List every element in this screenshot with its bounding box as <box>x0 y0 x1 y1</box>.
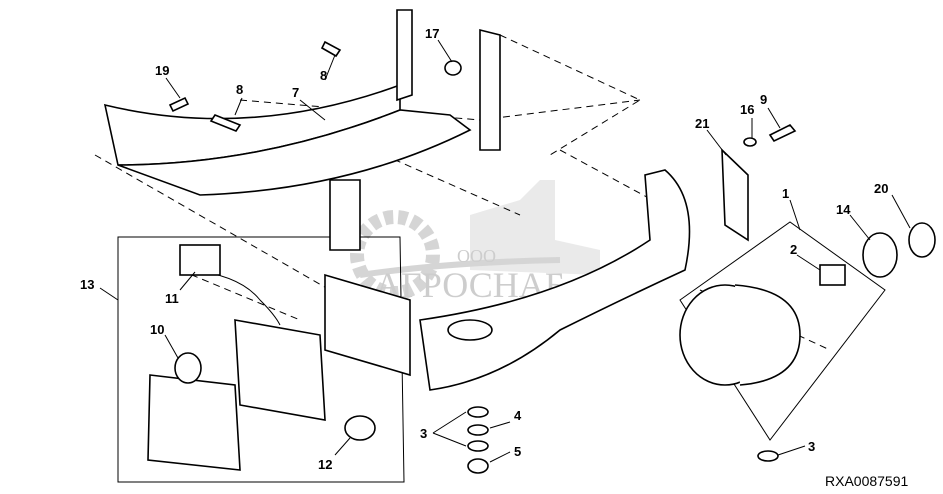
leader-lines <box>99 39 911 463</box>
callout-21: 21 <box>695 116 709 131</box>
callout-2: 2 <box>790 242 797 257</box>
nut-5 <box>467 458 489 474</box>
callout-9: 9 <box>760 92 767 107</box>
callout-4: 4 <box>514 408 522 423</box>
bulb-2 <box>819 264 846 286</box>
callout-12: 12 <box>318 457 332 472</box>
strap-part <box>396 9 413 102</box>
washer-3 <box>467 406 489 418</box>
headlight-assembly-frame <box>679 221 886 441</box>
washer-3c <box>757 450 779 462</box>
bolt-8b <box>209 114 242 132</box>
figure-code: RXA0087591 <box>825 473 909 489</box>
callout-19: 19 <box>155 63 169 78</box>
watermark-prefix: ООО <box>457 246 496 266</box>
callout-14: 14 <box>836 202 851 217</box>
lamp-lens <box>147 374 241 471</box>
tail-lamp-housing <box>234 319 326 421</box>
callout-5: 5 <box>514 444 521 459</box>
headlight-shell <box>734 284 801 386</box>
bolt-9 <box>768 124 797 143</box>
cover-part <box>117 109 472 196</box>
bulb-12 <box>344 415 376 441</box>
nut-17 <box>444 60 462 76</box>
bolt-8a <box>320 40 342 58</box>
washer-3b <box>467 440 489 452</box>
ring-14 <box>862 232 898 278</box>
callout-7: 7 <box>292 85 299 100</box>
mount-bracket <box>479 28 501 151</box>
callout-16: 16 <box>740 102 754 117</box>
lamp-bezel <box>324 273 411 377</box>
washer-4 <box>467 424 489 436</box>
callout-1: 1 <box>782 186 789 201</box>
lamp-wire <box>189 269 281 326</box>
seal-20 <box>908 222 936 258</box>
callout-20: 20 <box>874 181 888 196</box>
callout-8: 8 <box>236 82 243 97</box>
washer-16 <box>743 137 757 147</box>
callout-3: 3 <box>808 439 815 454</box>
callout-8: 8 <box>320 68 327 83</box>
plate-part <box>329 179 361 251</box>
connector-11 <box>179 244 221 276</box>
callout-3: 3 <box>420 426 427 441</box>
housing-hole <box>447 319 493 341</box>
lamp-assembly-frame <box>117 236 405 483</box>
bolt-19 <box>168 96 190 113</box>
bulb-10 <box>174 352 202 384</box>
callout-10: 10 <box>150 322 164 337</box>
callout-17: 17 <box>425 26 439 41</box>
bracket-21 <box>721 148 749 242</box>
callout-11: 11 <box>165 291 179 306</box>
callout-13: 13 <box>80 277 94 292</box>
